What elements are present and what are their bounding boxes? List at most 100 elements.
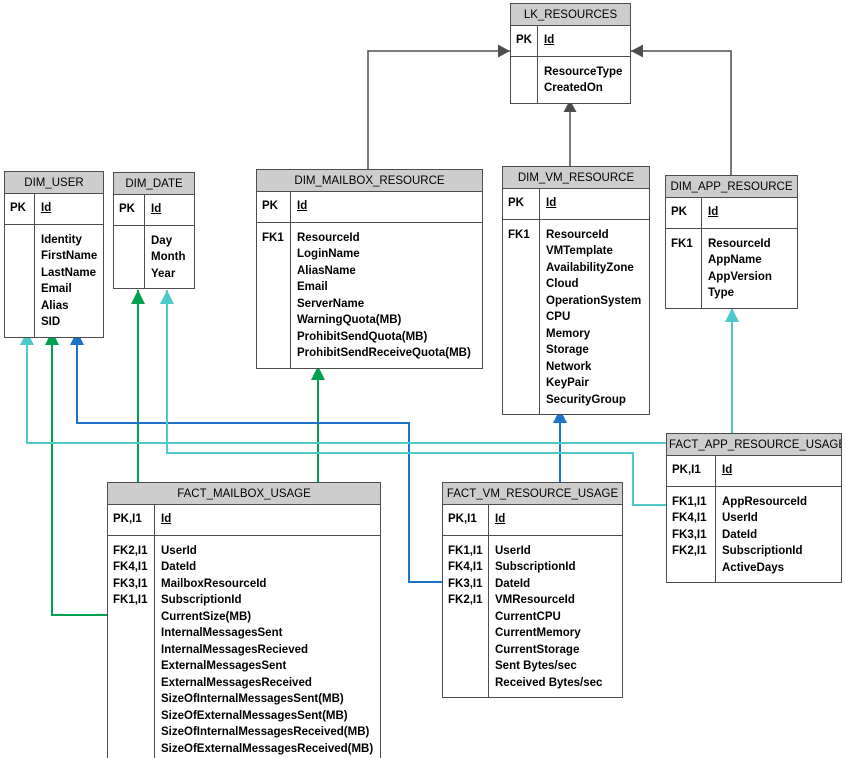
field-name: Memory — [546, 327, 591, 340]
key-label — [114, 266, 144, 283]
field-name: ResourceId — [297, 231, 360, 244]
entity-title: FACT_MAILBOX_USAGE — [108, 483, 380, 505]
field-row: Alias — [5, 298, 103, 315]
key-label — [108, 625, 154, 642]
key-label — [503, 342, 539, 359]
column-divider — [715, 456, 716, 486]
field-row: LoginName — [257, 246, 482, 263]
field-row: CPU — [503, 309, 649, 326]
field-name: InternalMessagesRecieved — [161, 643, 309, 656]
field-name: ActiveDays — [722, 561, 785, 574]
key-label: FK3,I1 — [113, 577, 148, 590]
entity-title: DIM_APP_RESOURCE — [666, 176, 797, 198]
key-label: FK3,I1 — [448, 577, 483, 590]
field-row: Email — [5, 281, 103, 298]
field-name: CPU — [546, 311, 571, 323]
column-divider — [701, 198, 702, 228]
field-name: SizeOfInternalMessagesReceived(MB) — [161, 726, 370, 738]
arrowhead-dim_app_resource-to-lk_resources — [631, 44, 643, 58]
field-name: InternalMessagesSent — [161, 627, 283, 639]
field-row: AppVersion — [666, 269, 797, 286]
entity-title: DIM_MAILBOX_RESOURCE — [257, 170, 482, 192]
field-name: SID — [41, 316, 61, 328]
key-label — [443, 625, 488, 642]
key-label: FK1 — [508, 228, 530, 241]
field-name: CurrentSize(MB) — [161, 610, 252, 623]
entity-title: DIM_VM_RESOURCE — [503, 167, 649, 189]
key-label — [5, 265, 34, 282]
field-row: SizeOfInternalMessagesReceived(MB) — [108, 724, 380, 741]
field-row: AliasName — [257, 263, 482, 280]
field-row: VMTemplate — [503, 243, 649, 260]
entity-title: DIM_DATE — [114, 173, 194, 195]
entity-title: FACT_APP_RESOURCE_USAGE — [667, 434, 841, 456]
pk-label: PK,I1 — [113, 513, 142, 525]
field-name: MailboxResourceId — [161, 577, 267, 590]
field-row: CurrentMemory — [443, 625, 622, 642]
field-row: WarningQuota(MB) — [257, 312, 482, 329]
field-name: SecurityGroup — [546, 393, 626, 406]
field-name: WarningQuota(MB) — [297, 314, 402, 326]
key-label: FK1,I1 — [113, 594, 148, 606]
arrowhead-dim_mailbox_resource-to-lk_resources — [498, 44, 510, 58]
field-name: CurrentStorage — [495, 643, 580, 656]
field-name: LastName — [41, 266, 96, 279]
key-label: FK4,I1 — [672, 512, 707, 524]
field-name: VMResourceId — [495, 594, 575, 606]
pk-label: PK,I1 — [448, 513, 477, 525]
field-row: LastName — [5, 265, 103, 282]
key-label — [5, 281, 34, 298]
column-divider — [539, 189, 540, 219]
field-name: Received Bytes/sec — [495, 676, 603, 689]
field-row: Memory — [503, 326, 649, 343]
key-label: FK1 — [262, 231, 284, 244]
field-row: AvailabilityZone — [503, 260, 649, 277]
entity-title: FACT_VM_RESOURCE_USAGE — [443, 483, 622, 505]
arrowhead-fact_mailbox_usage-to-dim_date — [131, 290, 145, 304]
column-divider — [34, 194, 35, 224]
field-row: AppName — [666, 252, 797, 269]
field-row: SID — [5, 314, 103, 331]
pk-label: PK,I1 — [672, 464, 701, 476]
field-name: DateId — [722, 528, 758, 541]
field-name: SizeOfExternalMessagesReceived(MB) — [161, 742, 374, 755]
key-label — [503, 375, 539, 392]
field-row: ProhibitSendQuota(MB) — [257, 329, 482, 346]
field-name: CurrentCPU — [495, 610, 561, 623]
field-name: FirstName — [41, 250, 98, 262]
key-label: FK2,I1 — [113, 544, 148, 557]
key-label — [257, 329, 290, 346]
key-label — [257, 345, 290, 362]
field-name: Month — [151, 251, 186, 263]
arrowhead-fact_app_resource_usage-to-dim_date — [160, 290, 174, 304]
column-divider — [715, 486, 716, 582]
field-name: AppResourceId — [722, 495, 807, 508]
key-label — [667, 560, 715, 577]
arrowhead-fact_app_resource_usage-to-dim_app_resource — [725, 308, 739, 322]
field-name: ResourceId — [546, 228, 609, 241]
field-row: FK1 ResourceId — [503, 227, 649, 244]
field-name: UserId — [495, 544, 531, 557]
field-row: Storage — [503, 342, 649, 359]
key-label: FK4,I1 — [448, 561, 483, 573]
